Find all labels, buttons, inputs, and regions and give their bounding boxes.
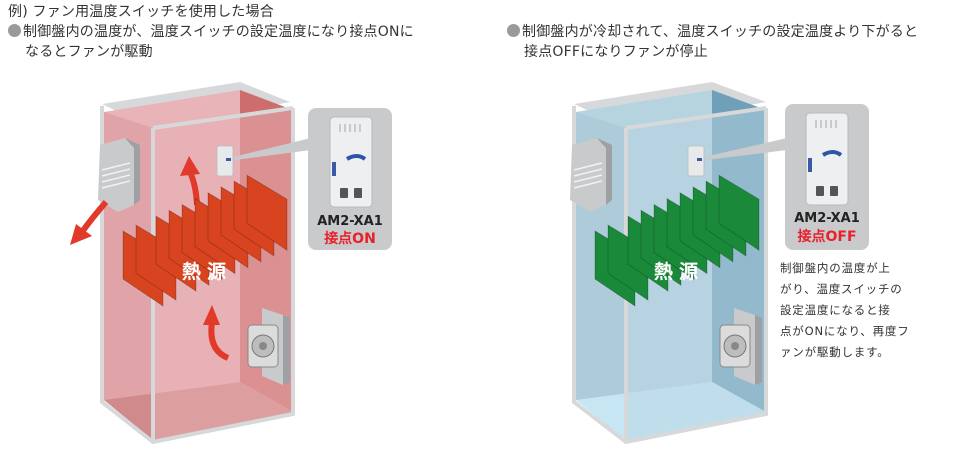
- left-heat-source-fins: [122, 174, 288, 307]
- left-switch-model: AM2-XA1: [317, 214, 383, 229]
- note-line: 設定温度になると接: [780, 303, 891, 317]
- left-intake-fan-icon: [247, 308, 290, 385]
- bullet-icon: [507, 24, 520, 37]
- right-switch-state: 接点OFF: [797, 228, 856, 245]
- right-caption-line1: 制御盤内が冷却されて、温度スイッチの設定温度より下がると: [507, 22, 918, 42]
- left-caption-text: 制御盤内の温度が、温度スイッチの設定温度になり接点ONに: [23, 24, 414, 40]
- right-thermostat-small-icon: [687, 145, 705, 177]
- note-line: がり、温度スイッチの: [780, 282, 903, 296]
- right-caption-line2: 接点OFFになりファンが停止: [524, 44, 708, 60]
- exhaust-filter-icon: [570, 138, 612, 212]
- bullet-icon: [8, 24, 21, 37]
- right-thermostat-icon: [805, 112, 849, 206]
- note-line: ァンが駆動します。: [780, 345, 890, 359]
- exhaust-arrowhead-icon: [70, 224, 92, 245]
- right-heat-source-fins: [594, 174, 760, 307]
- left-caption-line1: 制御盤内の温度が、温度スイッチの設定温度になり接点ONに: [8, 22, 414, 42]
- heat-fin: [246, 174, 288, 251]
- right-note: 制御盤内の温度が上 がり、温度スイッチの 設定温度になると接 点がONになり、再…: [780, 258, 910, 363]
- note-line: 点がONになり、再度フ: [780, 324, 910, 338]
- left-callout-pointer: [233, 138, 311, 160]
- right-switch-model: AM2-XA1: [794, 211, 860, 226]
- left-heat-source-label: 熱源: [182, 260, 232, 283]
- right-callout-pointer: [704, 138, 787, 160]
- right-heat-source-label: 熱源: [654, 260, 704, 283]
- note-line: 制御盤内の温度が上: [780, 261, 891, 275]
- exhaust-arrow-icon: [79, 200, 109, 234]
- heat-fin: [718, 174, 760, 251]
- left-switch-state: 接点ON: [324, 230, 376, 247]
- left-caption-line2: なるとファンが駆動: [25, 44, 153, 60]
- right-intake-fan-icon: [719, 308, 762, 385]
- intake-air-arrow-icon: [208, 321, 230, 361]
- example-heading: 例) ファン用温度スイッチを使用した場合: [8, 4, 274, 20]
- left-thermostat-icon: [329, 116, 373, 208]
- left-thermostat-small-icon: [216, 145, 234, 177]
- right-caption-text: 制御盤内が冷却されて、温度スイッチの設定温度より下がると: [522, 24, 919, 40]
- exhaust-filter-icon: [98, 138, 140, 212]
